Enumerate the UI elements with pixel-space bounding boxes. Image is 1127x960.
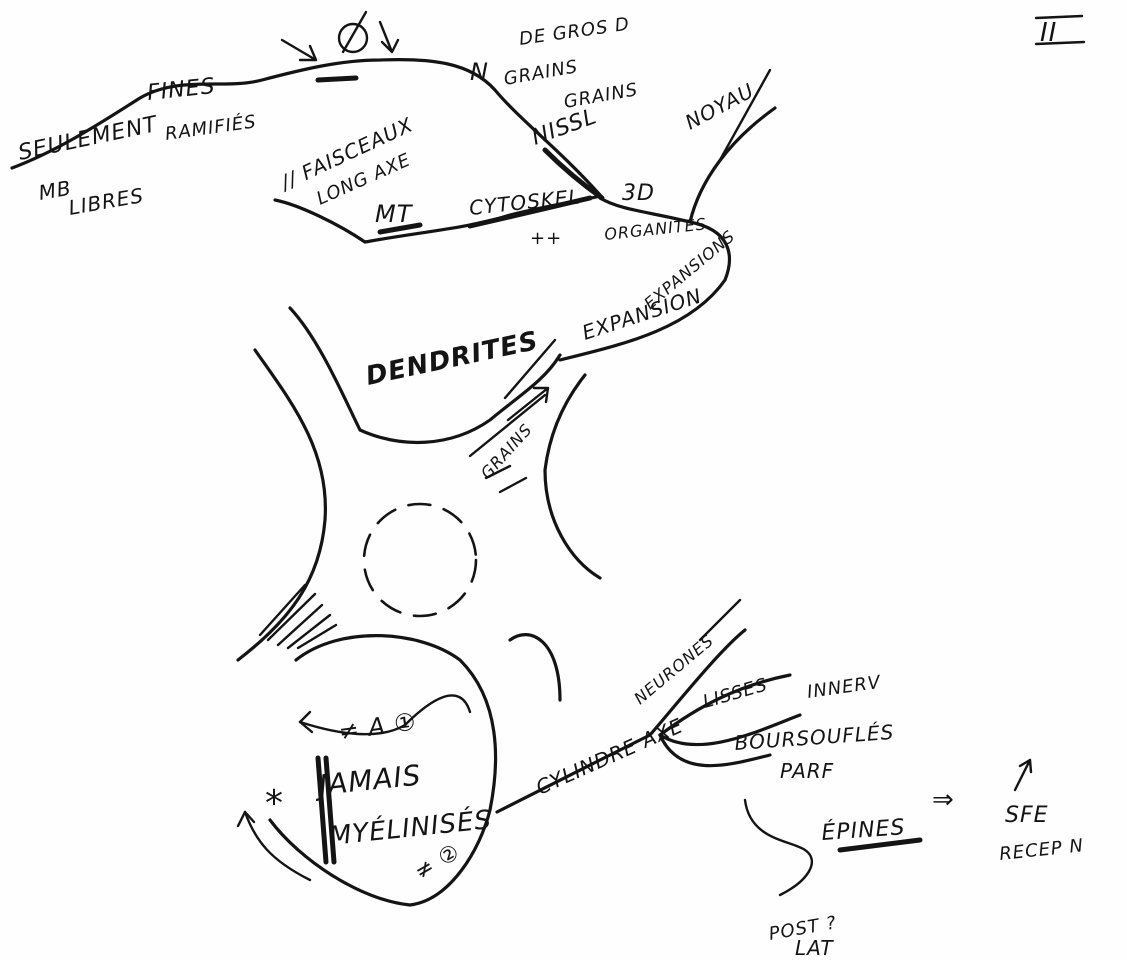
label-innerv: INNERV <box>806 672 883 703</box>
label-plus-plus: ++ <box>530 228 562 249</box>
dendrite-arrow-icon <box>508 388 548 420</box>
label-sfe: SFE <box>1005 803 1049 828</box>
label-mt: MT <box>375 200 414 228</box>
circle-slash-icon <box>343 12 366 52</box>
label-ramifies: RAMIFIÉS <box>164 110 258 145</box>
label-boursoufles: BOURSOUFLÉS <box>734 720 895 755</box>
grains-mark-line-2 <box>500 478 526 492</box>
label-nissl-grains: GRAINS <box>562 79 639 113</box>
label-grains-top: GRAINS <box>502 56 579 90</box>
right-cell-body-outline <box>545 375 600 578</box>
label-implies-arrow: ⇒ <box>932 785 955 815</box>
axon-hillock-hatching <box>260 585 336 648</box>
label-diese-a1: ≠ A ① <box>337 707 418 746</box>
label-nissl: NISSL <box>529 104 601 151</box>
axon-top-curve <box>510 635 560 700</box>
left-loop-arrow-head-icon <box>238 812 254 826</box>
page-number-text: II <box>1040 18 1057 48</box>
label-organites: ORGANITES <box>603 214 707 244</box>
label-myelinises: MYÉLINISÉS <box>327 803 493 852</box>
page-number: II <box>1036 16 1084 48</box>
sfe-arrow-icon <box>1015 760 1031 790</box>
label-fines: FINES <box>146 74 217 106</box>
nucleus-outline <box>364 504 476 616</box>
arrow-down-left-icon <box>282 40 316 60</box>
label-par: PARF <box>780 759 834 783</box>
post-lat-connector <box>745 800 812 895</box>
upper-loop-arrow-head-icon <box>300 712 312 732</box>
label-3d: 3D <box>622 181 655 206</box>
arrow-down-right-icon <box>380 22 398 52</box>
label-lisses: LISSES <box>701 674 771 712</box>
label-grains-mid: GRAINS <box>477 420 536 483</box>
label-star: * <box>265 783 284 824</box>
label-libres: LIBRES <box>67 183 146 220</box>
label-noyau: NOYAU <box>681 78 758 134</box>
label-recepteur: RECEP N <box>998 835 1085 865</box>
label-cylindre-axe: CYLINDRE AXE <box>532 713 687 799</box>
label-dendrites: DENDRITES <box>363 326 541 392</box>
label-n-symbol: N <box>470 58 489 86</box>
label-lat: LAT <box>795 936 834 960</box>
cylindre-axe-outline <box>497 630 745 812</box>
label-de-gros: DE GROS D <box>518 14 631 50</box>
surface-marker-bar <box>318 78 356 80</box>
label-seulement: SEULEMENT <box>16 112 161 166</box>
circle-symbol-icon <box>339 24 367 52</box>
